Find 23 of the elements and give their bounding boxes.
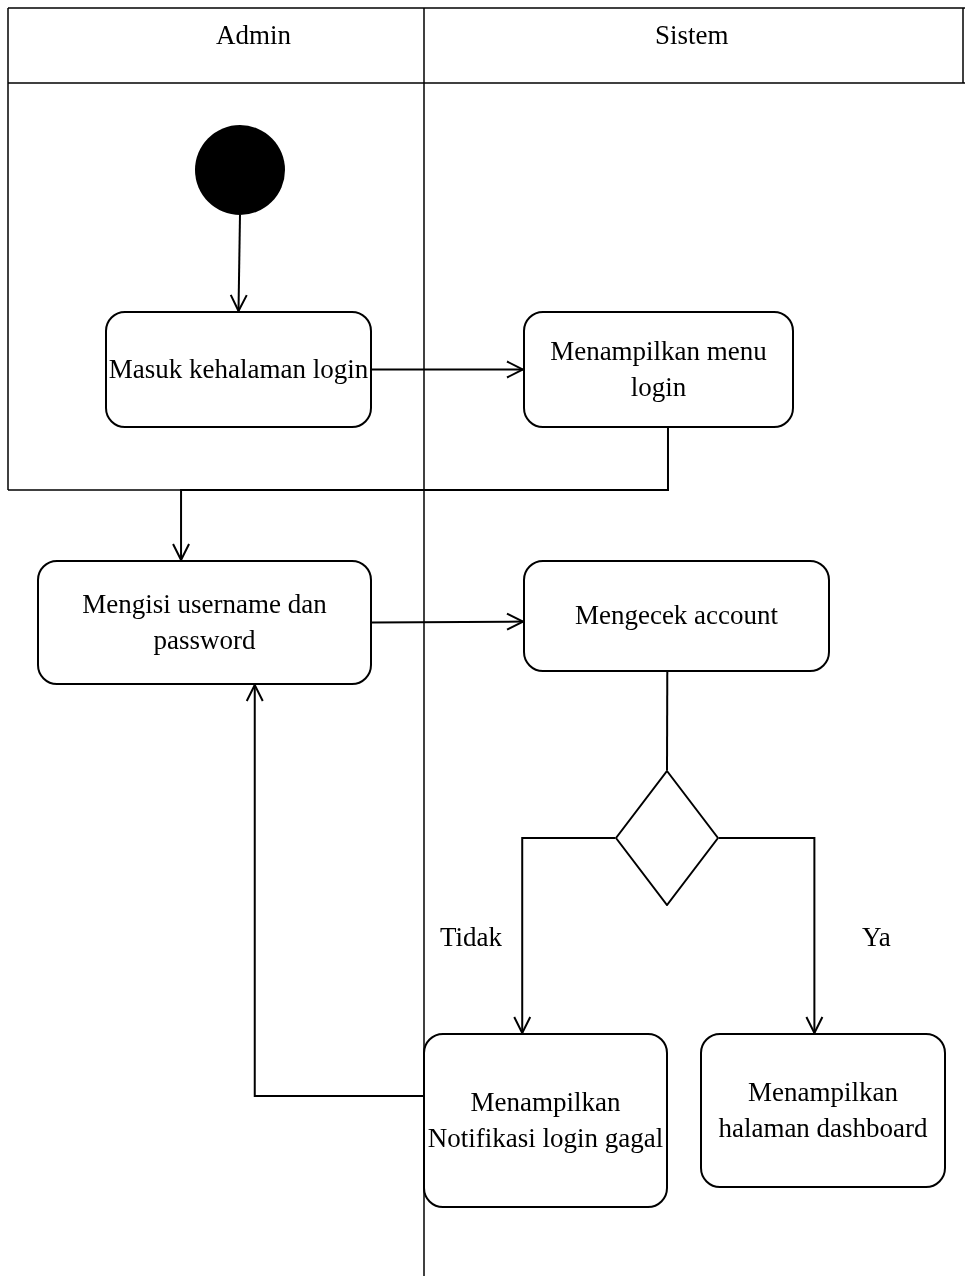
action-text: Menampilkan halaman dashboard	[717, 1076, 929, 1145]
action-text: Mengisi username dan password	[81, 588, 328, 657]
action-box	[37, 560, 372, 685]
arrow	[371, 612, 524, 631]
edge-label: Ya	[862, 922, 891, 953]
action-box	[105, 311, 372, 428]
action-box	[423, 1033, 668, 1208]
arrow	[513, 837, 616, 1034]
action-text: Mengecek account	[574, 599, 779, 633]
lane-header: Admin	[216, 20, 291, 51]
action-text: Menampilkan menu login	[549, 335, 768, 404]
action-box	[700, 1033, 946, 1188]
arrow	[172, 427, 669, 561]
action-text: Masuk kehalaman login	[108, 352, 369, 386]
lane-header: Sistem	[655, 20, 729, 51]
edge-label: Tidak	[440, 922, 503, 953]
arrow	[371, 360, 524, 379]
arrow	[718, 837, 824, 1034]
action-text: Menampilkan Notifikasi login gagal	[426, 1086, 665, 1155]
action-box	[523, 311, 794, 428]
arrow	[245, 684, 424, 1097]
action-box	[523, 560, 830, 672]
arrow	[229, 214, 248, 312]
